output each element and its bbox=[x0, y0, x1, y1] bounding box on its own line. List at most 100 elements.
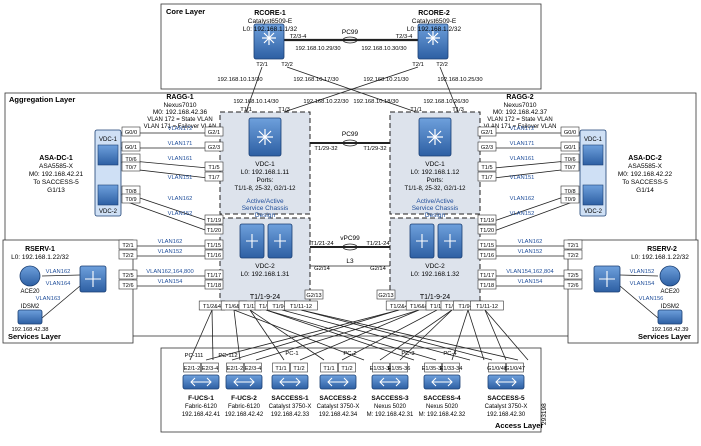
asa2-port-3: T0/6 bbox=[560, 153, 580, 164]
vdc2b-ports: T1/1-9-24 bbox=[420, 294, 450, 301]
asa2-vlan-3: VLAN161 bbox=[510, 156, 535, 162]
svg-text:G2/1: G2/1 bbox=[208, 130, 220, 136]
svg-text:G0/1: G0/1 bbox=[125, 145, 137, 151]
rcore1-ragg1-link bbox=[245, 66, 263, 113]
active-design-right-2: Service Chassis bbox=[412, 205, 459, 212]
ragg2-asa-port-2: G2/3 bbox=[477, 141, 497, 152]
core-port-1: T2/1 bbox=[256, 62, 268, 68]
ragg2-vlan-state: VLAN 172 = State VLAN bbox=[487, 117, 553, 123]
access-port-7-b: G1/0/47 bbox=[505, 362, 525, 373]
asa1-vlan-5: VLAN162 bbox=[168, 196, 193, 202]
active-design-left-3: Design bbox=[255, 212, 276, 219]
asa1-port: G1/13 bbox=[47, 187, 65, 194]
agg-pc99-right: T1/29-32 bbox=[363, 146, 386, 152]
asa1-vlan-4: VLAN151 bbox=[168, 175, 193, 181]
access-port-3-a: T1/1 bbox=[272, 362, 290, 373]
svg-text:T1/18: T1/18 bbox=[480, 283, 494, 289]
svg-text:T1/11-12: T1/11-12 bbox=[290, 304, 312, 310]
rserv1-ids-addr: 192.168.42.38 bbox=[11, 327, 48, 333]
rserv1-port-1: T2/1 bbox=[118, 239, 138, 250]
svg-text:T1/2&4: T1/2&4 bbox=[203, 304, 221, 310]
svg-text:T0/7: T0/7 bbox=[564, 165, 575, 171]
pc-label-6: PC-4 bbox=[443, 351, 457, 357]
asa2-vlan-6: VLAN152 bbox=[510, 211, 535, 217]
access-port-3-b: T1/2 bbox=[290, 362, 308, 373]
vdc2b-addr: L0: 192.168.1.32 bbox=[411, 271, 460, 278]
asa2-vlan-4: VLAN151 bbox=[510, 175, 535, 181]
access-port-4-a: T1/1 bbox=[320, 362, 338, 373]
asa1-vdc1-label: VDC-1 bbox=[99, 137, 118, 143]
ragg1-asa-port-3: T1/5 bbox=[204, 161, 224, 172]
firewall-icon bbox=[582, 144, 604, 166]
agg-pc99-label: PC99 bbox=[342, 131, 359, 138]
rserv1-device bbox=[17, 265, 107, 325]
ragg2-asa-port-6: T1/20 bbox=[477, 224, 497, 235]
ragg-top-port-4: T1/3 bbox=[452, 107, 464, 113]
asa1-port-2: G0/1 bbox=[121, 141, 141, 152]
svg-text:T1/19: T1/19 bbox=[207, 218, 221, 224]
svg-text:T0/9: T0/9 bbox=[125, 197, 136, 203]
rserv1-vlan-1: VLAN162 bbox=[158, 239, 183, 245]
vdc1b-name: VDC-1 bbox=[425, 161, 445, 168]
svg-text:T1/20: T1/20 bbox=[480, 228, 494, 234]
ragg2-g213-port: G2/13 bbox=[376, 289, 396, 300]
vdc1b-ports: T1/1-8, 25-32, G2/1-12 bbox=[404, 186, 466, 192]
ragg1-asa-port-1: G2/1 bbox=[204, 126, 224, 137]
ragg1-asa-port-4: T1/7 bbox=[204, 171, 224, 182]
ragg2-rserv-port-2: T1/16 bbox=[477, 249, 497, 260]
pc-label-5: PC-3 bbox=[401, 351, 414, 357]
svg-text:T1/5: T1/5 bbox=[481, 165, 492, 171]
access-port-6-a: E1/35-36 bbox=[422, 362, 444, 373]
ragg1-addr: M0: 192.168.42.36 bbox=[153, 109, 208, 116]
ragg2-vdc2-device bbox=[409, 223, 463, 259]
svg-text:G2/13: G2/13 bbox=[378, 293, 393, 299]
firewall-icon bbox=[97, 184, 119, 206]
access-device-model: Catalyst 3750-X bbox=[485, 404, 528, 410]
svg-text:T1/1: T1/1 bbox=[323, 366, 334, 372]
rserv2-ace-link bbox=[619, 274, 659, 277]
core-pc99-marker bbox=[342, 36, 358, 44]
asa2-port-4: T0/7 bbox=[560, 161, 580, 172]
ragg2-addr: M0: 192.168.42.37 bbox=[493, 109, 548, 116]
svg-text:G2/3: G2/3 bbox=[481, 145, 493, 151]
pc-label-1: PC-111 bbox=[185, 353, 204, 359]
svg-text:T1/20: T1/20 bbox=[207, 228, 221, 234]
vdc1a-ports-label: Ports: bbox=[257, 177, 274, 184]
rserv2-port-4: T2/6 bbox=[563, 279, 583, 290]
agg-l3-label: L3 bbox=[346, 258, 354, 265]
core-left-port: T2/3-4 bbox=[290, 34, 308, 40]
asa1-vlan-1: VLAN172 bbox=[168, 126, 193, 132]
svg-text:E2/3-4: E2/3-4 bbox=[202, 366, 218, 372]
pc-label-4: PC-2 bbox=[343, 351, 356, 357]
ragg2-vdc2-chassis bbox=[389, 217, 481, 305]
svg-text:T1/11: T1/11 bbox=[243, 304, 257, 310]
vdc2a-ports: T1/1-9-24 bbox=[250, 294, 280, 301]
svg-text:G0/1: G0/1 bbox=[564, 145, 576, 151]
ragg2-asa-port-3: T1/5 bbox=[477, 161, 497, 172]
rcore1-device bbox=[253, 23, 285, 60]
pc-label-3: PC-1 bbox=[285, 351, 298, 357]
agg-l3-left: G2/14 bbox=[314, 266, 331, 272]
access-device-name: SACCESS-3 bbox=[371, 395, 409, 402]
ragg-top-port-1: T1/1 bbox=[240, 107, 252, 113]
rserv1-port-3: T2/5 bbox=[118, 269, 138, 280]
access-device-addr: 192.168.42.34 bbox=[319, 412, 358, 418]
access-device-model: Nexus 5020 bbox=[426, 404, 459, 410]
vdc1a-addr: L0: 192.168.1.11 bbox=[241, 169, 290, 176]
rcore2-ragg2-link bbox=[439, 66, 459, 113]
core-left-net: 192.168.10.29/30 bbox=[295, 46, 340, 52]
ragg2-vdc1-device bbox=[418, 117, 452, 157]
rserv2-ace-label: ACE20 bbox=[660, 289, 680, 295]
agg-vpc99-label: vPC99 bbox=[340, 235, 360, 242]
svg-text:T0/9: T0/9 bbox=[564, 197, 575, 203]
ragg1-rserv-port-3: T1/17 bbox=[204, 269, 224, 280]
asa2-vdc1-label: VDC-1 bbox=[584, 137, 603, 143]
asa2-to: To SACCESS-5 bbox=[622, 179, 668, 186]
rserv1-ids-link bbox=[41, 285, 81, 319]
access-device-addr: M: 192.168.42.32 bbox=[419, 412, 466, 418]
access-device-addr: 192.168.42.30 bbox=[487, 412, 526, 418]
ragg1-name: RAGG-1 bbox=[166, 94, 193, 101]
